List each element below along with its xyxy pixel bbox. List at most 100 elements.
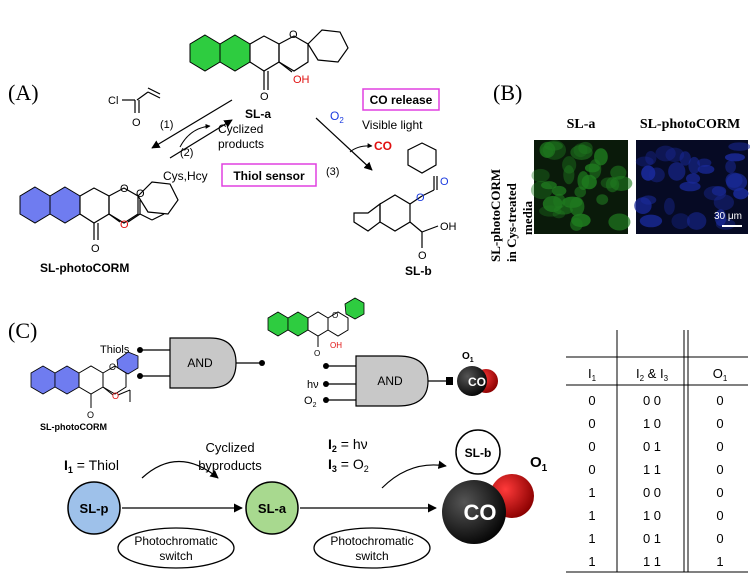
cell-blob bbox=[697, 164, 715, 174]
cell-blob bbox=[725, 160, 736, 174]
co-large-carbon bbox=[442, 480, 506, 544]
cell-blob bbox=[569, 197, 585, 217]
panel-b-col-sla: SL-a bbox=[567, 117, 596, 132]
photocorm-ring-o: O bbox=[120, 183, 129, 195]
cell-blob bbox=[724, 153, 745, 162]
co-release-box bbox=[362, 88, 440, 111]
cell-blob bbox=[641, 165, 656, 181]
panel-c-label: (C) bbox=[8, 318, 37, 343]
scale-bar-label: 30 μm bbox=[714, 211, 742, 222]
sl-a-carbonyl-o: O bbox=[260, 91, 269, 103]
truth-table-cell: 1 0 bbox=[643, 416, 661, 431]
sl-a-oh: OH bbox=[293, 74, 310, 86]
step-2-label: (2) bbox=[180, 147, 193, 159]
o1-small-label: O1 bbox=[462, 351, 474, 364]
gate1-input-dot-1 bbox=[137, 347, 143, 353]
gate2-input-dot-1 bbox=[323, 363, 329, 369]
cell-blob bbox=[542, 196, 563, 212]
cell-blob bbox=[540, 145, 554, 158]
cell-blob bbox=[531, 168, 550, 183]
cell-blob bbox=[570, 144, 593, 160]
cell-blob bbox=[577, 171, 590, 190]
co-small-carbon bbox=[457, 366, 487, 396]
co-small-label: CO bbox=[468, 375, 486, 389]
acryloyl-chloride-structure bbox=[122, 87, 161, 113]
gate2-output-terminal bbox=[446, 377, 453, 385]
panel-b-label: (B) bbox=[493, 80, 522, 105]
cys-hcy-label: Cys,Hcy bbox=[163, 169, 208, 183]
cell-blob bbox=[679, 181, 701, 192]
truth-table-cell: 0 0 bbox=[643, 485, 661, 500]
panel-c-sla-structure bbox=[267, 297, 365, 347]
cell-blob bbox=[594, 148, 608, 166]
sl-a-node bbox=[245, 481, 299, 535]
panel-b-side-2: in Cys-treated bbox=[504, 182, 519, 262]
reaction-arrow-3 bbox=[315, 117, 373, 171]
truth-table-cell: 1 bbox=[588, 508, 595, 523]
truth-table-cell: 1 bbox=[588, 554, 595, 569]
truth-table-cell: 0 bbox=[588, 462, 595, 477]
co-out-arrow bbox=[349, 143, 373, 153]
truth-table-cell: 0 bbox=[716, 393, 723, 408]
photocorm-ester-o: O bbox=[120, 219, 129, 231]
cell-blob bbox=[688, 156, 701, 175]
cell-blob bbox=[551, 185, 567, 196]
photochromatic-switch-2 bbox=[313, 527, 431, 569]
truth-table-cell: 1 0 bbox=[643, 508, 661, 523]
o2-input-label: O2 bbox=[304, 395, 317, 409]
truth-table-cell: 0 bbox=[588, 416, 595, 431]
sl-b-label: SL-b bbox=[405, 264, 432, 278]
o2-label: O2 bbox=[330, 109, 344, 125]
cyclized-arrow bbox=[179, 123, 211, 148]
cell-blob bbox=[668, 162, 686, 181]
sl-p-node-label: SL-p bbox=[80, 501, 109, 516]
sl-b-acid-o: O bbox=[418, 250, 427, 262]
sl-a-structure bbox=[189, 29, 349, 90]
truth-table-cell: 1 bbox=[588, 485, 595, 500]
gate1-input-dot-2 bbox=[137, 373, 143, 379]
sl-b-carbonyl-o: O bbox=[440, 176, 449, 188]
cell-blob bbox=[714, 209, 727, 227]
gate1-output-dot bbox=[259, 360, 265, 366]
photochromatic-switch-1 bbox=[117, 527, 235, 569]
cell-blob bbox=[655, 145, 676, 162]
sl-a-node-label: SL-a bbox=[258, 501, 287, 516]
gate2-input-dot-3 bbox=[323, 397, 329, 403]
sl-b-oh: OH bbox=[440, 221, 457, 233]
cell-blob bbox=[686, 212, 707, 230]
truth-table-cell: 0 bbox=[716, 531, 723, 546]
sl-p-node bbox=[67, 481, 121, 535]
cell-blob bbox=[697, 158, 712, 168]
cell-blob bbox=[544, 141, 563, 151]
photocorm-carbonyl-o: O bbox=[91, 243, 100, 255]
panel-b-side-1: SL-photoCORM bbox=[488, 169, 503, 262]
panel-c-photocorm-ester-o: O bbox=[112, 391, 119, 401]
cell-blob bbox=[679, 151, 691, 166]
panel-a-label: (A) bbox=[8, 80, 39, 105]
and-gate-2-label: AND bbox=[377, 374, 403, 388]
panel-c-sla-ring-o: O bbox=[332, 311, 338, 320]
cell-blob bbox=[726, 173, 748, 192]
byproducts-curve-arrow bbox=[141, 460, 219, 479]
truth-table-cell: 1 1 bbox=[643, 462, 661, 477]
sl-photocorm-label: SL-photoCORM bbox=[40, 261, 129, 275]
co-release-label: CO release bbox=[370, 93, 433, 107]
panel-c-photocorm-label: SL-photoCORM bbox=[40, 422, 107, 432]
truth-table-cell: 0 bbox=[716, 439, 723, 454]
sl-b-node-label: SL-b bbox=[465, 446, 492, 460]
visible-light-label: Visible light bbox=[362, 118, 423, 132]
truth-table-header-3: O1 bbox=[713, 366, 728, 383]
and-gate-1-label: AND bbox=[187, 356, 213, 370]
cell-blob bbox=[635, 156, 654, 167]
truth-table-header-1: I1 bbox=[588, 366, 597, 383]
acryloyl-o: O bbox=[132, 117, 141, 129]
truth-table-header-2: I2 & I3 bbox=[636, 366, 669, 383]
reaction-arrow-2 bbox=[169, 119, 233, 159]
sl-b-structure bbox=[353, 142, 439, 248]
cell-blob bbox=[562, 156, 577, 174]
cell-blob bbox=[610, 175, 633, 191]
thiols-input-label: Thiols bbox=[100, 344, 130, 356]
cell-blob bbox=[552, 209, 566, 219]
